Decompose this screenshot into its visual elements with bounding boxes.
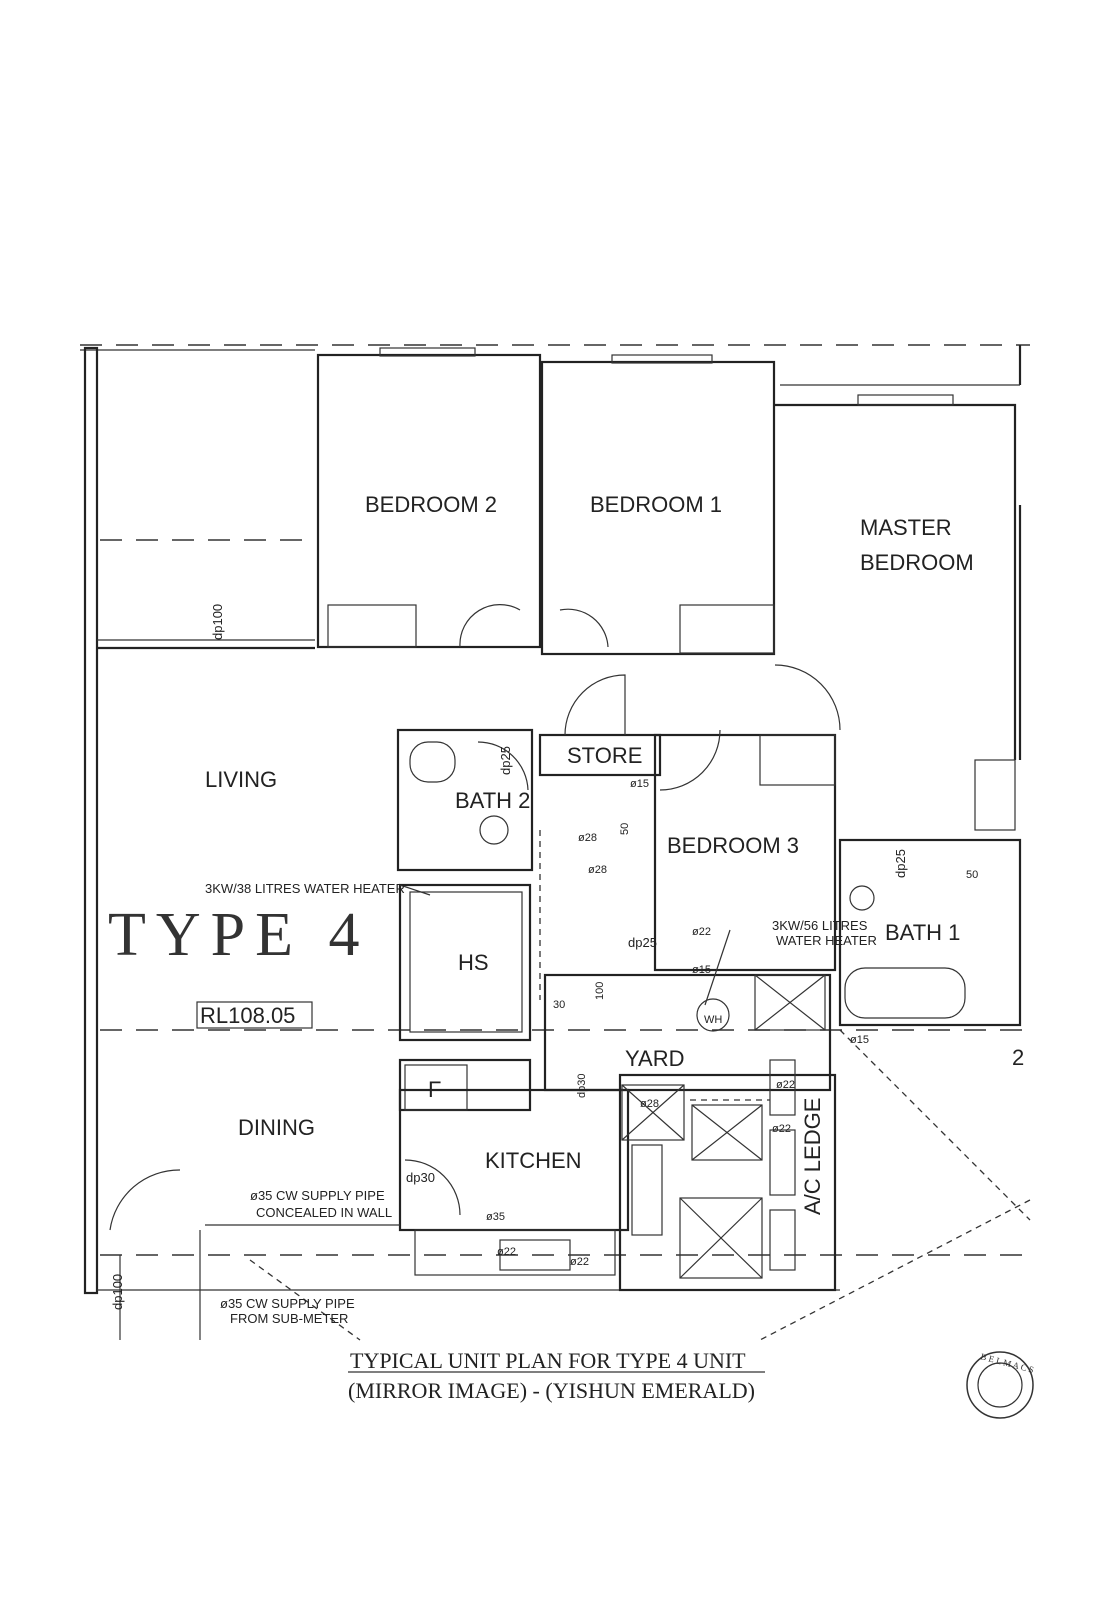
core-walls [396, 674, 1022, 1292]
room-bedroom-3: BEDROOM 3 [667, 833, 799, 858]
room-dining: DINING [238, 1115, 315, 1140]
heater-leader [704, 929, 731, 1006]
level-label: RL108.05 [200, 1003, 295, 1028]
room-ac-ledge: A/C LEDGE [800, 1098, 825, 1215]
dim-50-a: 50 [619, 823, 631, 835]
water-heater-label: WH [704, 1014, 722, 1026]
level-box [196, 1001, 313, 1029]
room-living: LIVING [205, 767, 277, 792]
dp25-bath1: dp25 [893, 849, 908, 878]
title-line-2: (MIRROR IMAGE) - (YISHUN EMERALD) [348, 1378, 755, 1403]
room-hs: HS [458, 950, 489, 975]
diagonal-line [759, 1199, 1031, 1341]
pipe-15-bed3: ø15 [692, 964, 711, 976]
dp25-bath2: dp25 [498, 746, 513, 775]
room-kitchen: KITCHEN [485, 1148, 582, 1173]
heater-leader [399, 884, 431, 896]
dp25-mid: dp25 [628, 935, 657, 950]
heater-large-note-1: 3KW/56 LITRES [772, 918, 868, 933]
pipe-15-store: ø15 [630, 778, 649, 790]
fridge-label: F [428, 1077, 441, 1102]
room-bath-2: BATH 2 [455, 788, 530, 813]
heater-large-note-2: WATER HEATER [776, 933, 877, 948]
dim-30: 30 [553, 999, 565, 1011]
pipe-22-ac2: ø22 [772, 1123, 791, 1135]
dp30-yard: dp30 [576, 1074, 588, 1098]
unit-type-label: TYPE 4 [108, 901, 370, 969]
room-master-line1: MASTER [860, 515, 952, 540]
supply-meter-1: ø35 CW SUPPLY PIPE [220, 1296, 355, 1311]
heater-small-note: 3KW/38 LITRES WATER HEATER [205, 881, 405, 896]
pipe-22-k2: ø22 [570, 1256, 589, 1268]
grid-marker: 2 [1012, 1045, 1024, 1070]
diagonal-line [839, 1029, 1031, 1221]
pipe-28-b: ø28 [588, 864, 607, 876]
dp30-kitchen: dp30 [406, 1170, 435, 1185]
dp100-bottom: dp100 [110, 1274, 125, 1310]
dim-100: 100 [594, 982, 606, 1000]
pipe-15-bath1: ø15 [850, 1034, 869, 1046]
bedroom-walls [316, 347, 1017, 760]
room-master-line2: BEDROOM [860, 550, 974, 575]
room-store: STORE [567, 743, 642, 768]
pipe-22-k1: ø22 [497, 1246, 516, 1258]
dp100-top: dp100 [210, 604, 225, 640]
water-heater-symbol [479, 815, 509, 845]
supply-concealed-1: ø35 CW SUPPLY PIPE [250, 1188, 385, 1203]
supply-meter-2: FROM SUB-METER [230, 1311, 348, 1326]
pipe-28-a: ø28 [578, 832, 597, 844]
svg-text:B E L M A C S: B E L M A C S [980, 1351, 1035, 1375]
supply-concealed-2: CONCEALED IN WALL [256, 1205, 392, 1220]
room-bath-1: BATH 1 [885, 920, 960, 945]
outer-walls [80, 344, 1030, 1340]
room-yard: YARD [625, 1046, 685, 1071]
room-bedroom-1: BEDROOM 1 [590, 492, 722, 517]
pipe-35-kitchen: ø35 [486, 1211, 505, 1223]
diagonal-line [249, 1259, 361, 1341]
pipe-22-ac1: ø22 [776, 1079, 795, 1091]
room-bedroom-2: BEDROOM 2 [365, 492, 497, 517]
entrance-door [109, 1169, 181, 1231]
title-line-1: TYPICAL UNIT PLAN FOR TYPE 4 UNIT [350, 1348, 746, 1373]
pipe-28-yard: ø28 [640, 1098, 659, 1110]
dim-50-b: 50 [966, 869, 978, 881]
stamp-seal: B E L M A C S [966, 1351, 1035, 1419]
pipe-22-bed3: ø22 [692, 926, 711, 938]
